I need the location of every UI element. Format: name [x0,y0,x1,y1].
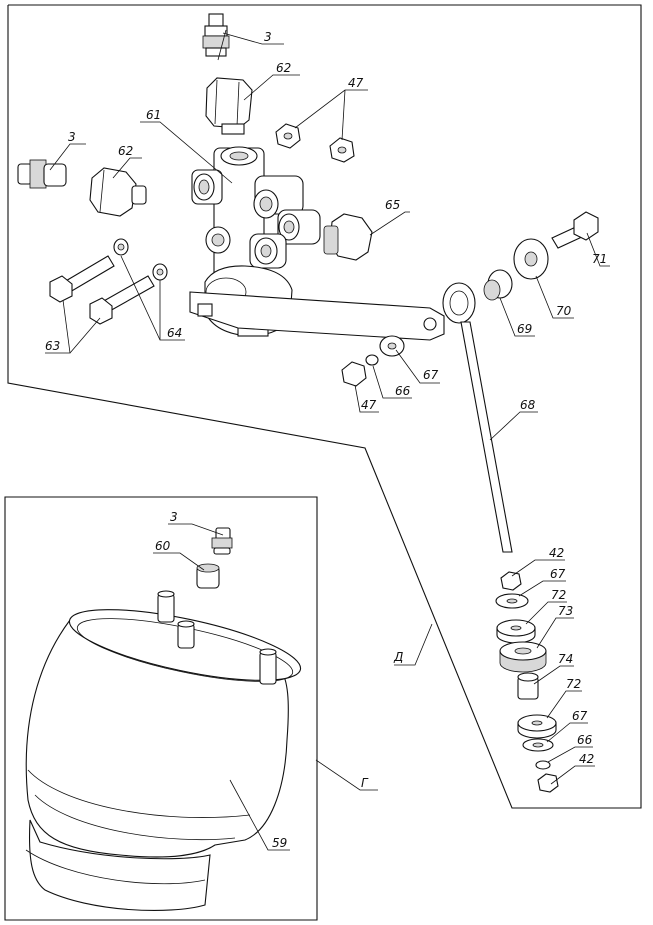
part-labels: 3 62 47 61 3 62 65 71 70 69 63 64 67 66 … [45,30,607,850]
fitting-3-top [202,13,230,57]
label-67-a: 67 [550,567,566,581]
label-67-b: 67 [572,709,588,723]
label-65: 65 [385,198,400,212]
washer-67-mid [379,335,405,357]
label-72-b: 72 [566,677,581,691]
cushion-73 [499,641,547,673]
label-view-g: Г [361,776,369,790]
label-3-bag: 3 [170,510,178,524]
fitting-3-bag [211,527,233,555]
washers-64 [113,238,168,281]
fitting-3-left [17,159,67,189]
label-66-b: 66 [577,733,593,747]
label-63: 63 [45,339,60,353]
nut-42-top [500,571,522,591]
label-69: 69 [517,322,532,336]
bolt-63-b [89,275,155,325]
frame-view-g [4,496,318,921]
label-60: 60 [155,539,171,553]
rod-68 [442,282,513,553]
washer-70 [513,238,549,280]
washer-66-b [535,760,551,770]
adapter-60 [196,563,220,589]
label-68: 68 [520,398,536,412]
label-42-b: 42 [579,752,594,766]
nut-47-b [329,137,355,163]
label-42-top: 42 [549,546,564,560]
label-47-mid: 47 [361,398,377,412]
label-66-mid: 66 [395,384,411,398]
spacer-74 [517,672,539,700]
label-72-a: 72 [551,588,566,602]
washer-67-a [495,593,529,609]
label-71: 71 [592,252,607,266]
bolt-63-a [49,255,115,303]
frame-view-d [7,4,642,809]
label-70: 70 [556,304,572,318]
label-61: 61 [146,108,161,122]
label-64: 64 [167,326,182,340]
washer-67-b [522,738,554,752]
label-3-top: 3 [264,30,272,44]
plug-65 [323,213,373,261]
bushing-72-a [496,619,536,644]
bolt-71 [551,211,599,249]
air-spring-59 [25,590,302,911]
label-74: 74 [558,652,573,666]
label-62-left: 62 [118,144,133,158]
nut-47-a [275,123,301,149]
label-3-left: 3 [68,130,76,144]
nut-47-mid [341,361,367,387]
label-73: 73 [558,604,573,618]
label-59: 59 [272,836,287,850]
washer-66-mid [365,354,379,366]
nut-42-b [537,773,559,793]
label-62-top: 62 [276,61,291,75]
leader-lines [45,29,610,851]
bushing-72-b [517,714,557,739]
lever-arm [189,291,445,341]
label-view-d: Д [393,650,403,664]
label-67-mid: 67 [423,368,439,382]
label-47-top: 47 [348,76,364,90]
nut-62-left [89,167,147,217]
bushing-69 [483,269,513,301]
nut-62-top [205,77,253,135]
